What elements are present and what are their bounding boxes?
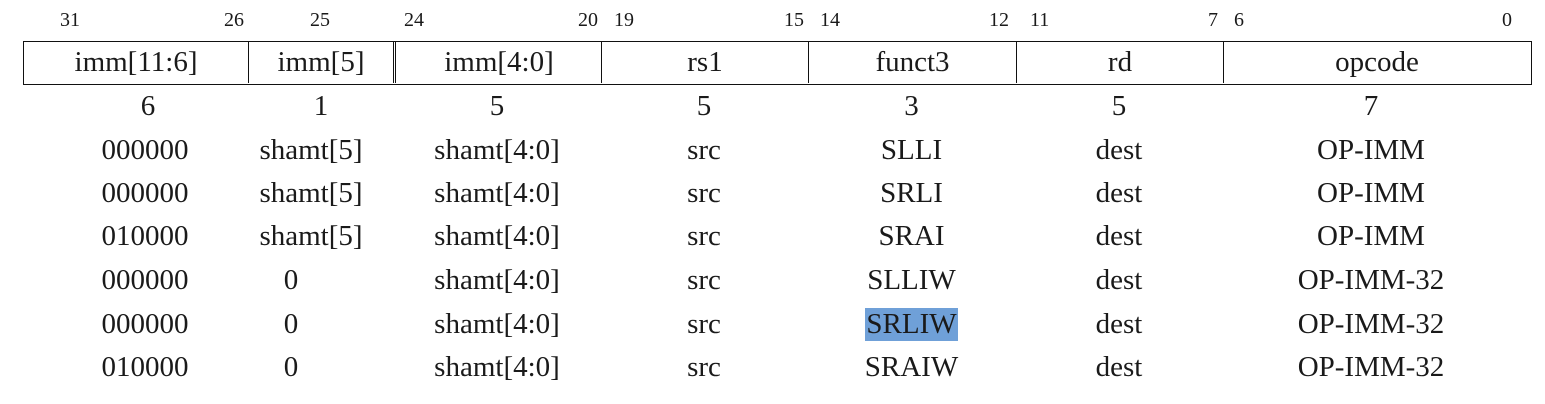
bit-number: 11 — [1030, 9, 1050, 31]
field-imm-11-6: imm[11:6] — [74, 46, 198, 78]
field-divider — [393, 42, 394, 83]
row-rd: dest — [1095, 350, 1143, 383]
bit-number: 19 — [614, 9, 634, 31]
bit-number: 12 — [989, 9, 1009, 31]
bit-number: 26 — [224, 9, 244, 31]
row-imm-11-6: 000000 — [101, 263, 189, 296]
width-imm-5: 1 — [313, 89, 329, 122]
row-rd: dest — [1095, 263, 1143, 296]
encoding-row-slliw: 000000 0 shamt[4:0] src SLLIW dest OP-IM… — [0, 258, 1545, 302]
encoding-row-srliw: 000000 0 shamt[4:0] src SRLIW dest OP-IM… — [0, 302, 1545, 346]
row-imm-11-6: 000000 — [101, 307, 189, 340]
encoding-row-slli: 000000 shamt[5] shamt[4:0] src SLLI dest… — [0, 128, 1545, 172]
row-opcode: OP-IMM-32 — [1297, 263, 1445, 296]
row-opcode: OP-IMM — [1317, 219, 1425, 252]
width-rd: 5 — [1111, 89, 1127, 122]
bit-number: 0 — [1502, 9, 1512, 31]
row-imm-11-6: 000000 — [101, 133, 189, 166]
field-rs1: rs1 — [687, 46, 723, 78]
row-rd: dest — [1095, 219, 1143, 252]
bit-number: 7 — [1208, 9, 1218, 31]
row-rs1: src — [687, 350, 721, 383]
row-rs1: src — [687, 307, 721, 340]
encoding-row-srli: 000000 shamt[5] shamt[4:0] src SRLI dest… — [0, 171, 1545, 215]
width-imm-4-0: 5 — [489, 89, 505, 122]
bit-number-header: 31 26 25 24 20 19 15 14 12 11 7 6 0 — [0, 0, 1545, 40]
width-funct3: 3 — [904, 89, 919, 122]
row-imm-4-0: shamt[4:0] — [434, 133, 560, 166]
row-rd: dest — [1095, 176, 1143, 209]
field-divider — [248, 42, 249, 83]
row-imm-5: 0 — [283, 263, 299, 296]
row-funct3: SRLI — [880, 176, 943, 209]
row-rs1: src — [687, 219, 721, 252]
row-imm-5: shamt[5] — [259, 219, 363, 252]
row-funct3: SRAIW — [864, 350, 959, 383]
row-funct3: SRAI — [878, 219, 945, 252]
row-rd: dest — [1095, 133, 1143, 166]
row-imm-4-0: shamt[4:0] — [434, 176, 560, 209]
row-opcode: OP-IMM-32 — [1297, 307, 1445, 340]
instruction-field-box: imm[11:6] imm[5] imm[4:0] rs1 funct3 rd … — [23, 41, 1532, 85]
row-imm-5: 0 — [283, 307, 299, 340]
bit-number: 20 — [578, 9, 598, 31]
row-imm-5: 0 — [283, 350, 299, 383]
row-imm-4-0: shamt[4:0] — [434, 219, 560, 252]
field-width-row: 6 1 5 5 3 5 7 — [0, 84, 1545, 128]
field-divider — [601, 42, 602, 83]
bit-number: 15 — [784, 9, 804, 31]
width-imm-11-6: 6 — [140, 89, 156, 122]
row-opcode: OP-IMM — [1317, 176, 1425, 209]
field-divider — [1223, 42, 1224, 83]
row-imm-4-0: shamt[4:0] — [434, 307, 560, 340]
encoding-row-srai: 010000 shamt[5] shamt[4:0] src SRAI dest… — [0, 214, 1545, 258]
width-opcode: 7 — [1363, 89, 1379, 122]
row-rs1: src — [687, 133, 721, 166]
bit-number: 31 — [60, 9, 80, 31]
row-imm-11-6: 010000 — [101, 350, 189, 383]
field-divider — [808, 42, 809, 83]
bit-number: 6 — [1234, 9, 1244, 31]
row-rs1: src — [687, 263, 721, 296]
row-opcode: OP-IMM-32 — [1297, 350, 1445, 383]
row-imm-5: shamt[5] — [259, 133, 363, 166]
row-imm-4-0: shamt[4:0] — [434, 263, 560, 296]
field-imm-5: imm[5] — [277, 46, 365, 78]
bit-number: 25 — [310, 9, 330, 31]
row-imm-5: shamt[5] — [259, 176, 363, 209]
row-funct3: SLLIW — [867, 263, 956, 296]
row-funct3-highlighted[interactable]: SRLIW — [865, 307, 958, 341]
row-imm-4-0: shamt[4:0] — [434, 350, 560, 383]
row-imm-11-6: 000000 — [101, 176, 189, 209]
row-opcode: OP-IMM — [1317, 133, 1425, 166]
field-funct3: funct3 — [875, 46, 950, 78]
encoding-row-sraiw: 010000 0 shamt[4:0] src SRAIW dest OP-IM… — [0, 345, 1545, 389]
field-divider — [1016, 42, 1017, 83]
field-opcode: opcode — [1335, 46, 1419, 78]
field-imm-4-0: imm[4:0] — [444, 46, 554, 78]
row-funct3-highlight-wrap: SRLIW — [808, 302, 1015, 346]
field-divider — [395, 42, 396, 83]
width-rs1: 5 — [696, 89, 712, 122]
row-imm-11-6: 010000 — [101, 219, 189, 252]
row-funct3: SLLI — [880, 133, 943, 166]
row-rs1: src — [687, 176, 721, 209]
field-rd: rd — [1107, 46, 1133, 78]
bit-number: 24 — [404, 9, 424, 31]
row-rd: dest — [1095, 307, 1143, 340]
bit-number: 14 — [820, 9, 840, 31]
